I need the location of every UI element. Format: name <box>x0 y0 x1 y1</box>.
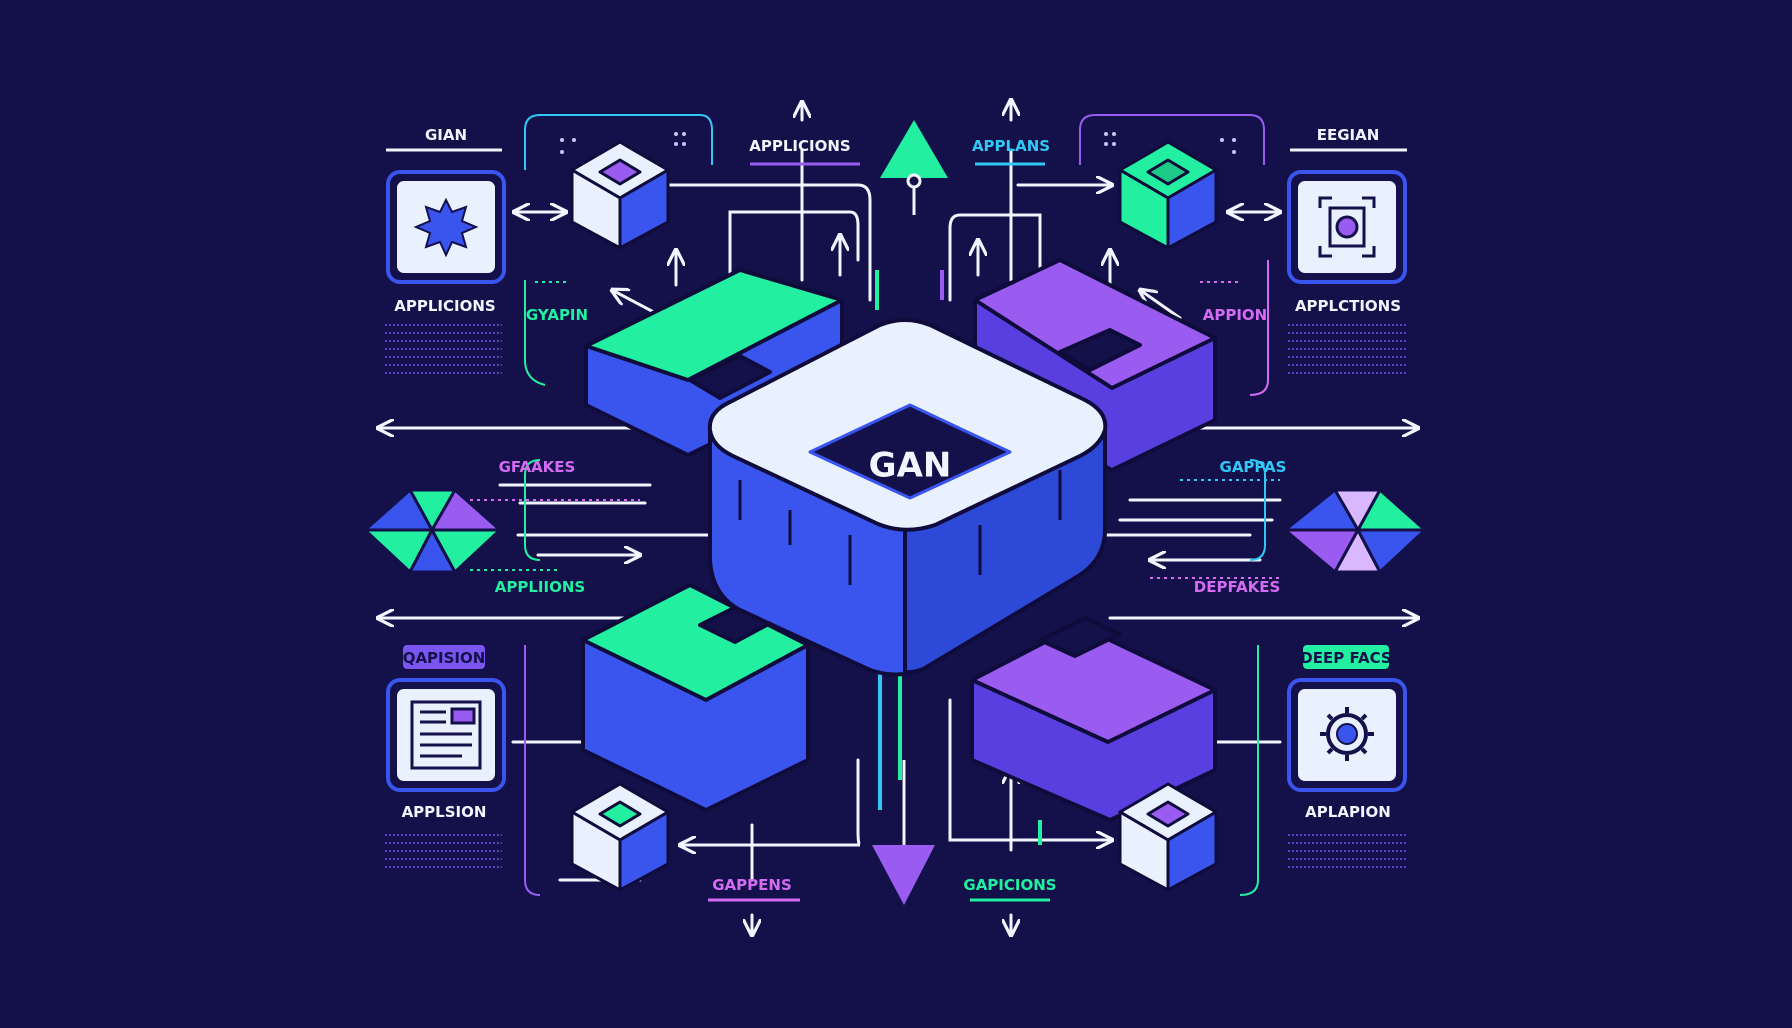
label-mid-left: GFAAKES <box>499 458 576 476</box>
central-gan-block <box>707 318 1108 677</box>
corner-heading-top-left: GIAN <box>425 126 467 144</box>
bracket-bottom-right <box>1239 645 1259 896</box>
corner-label-bottom-left: APPLSION <box>402 803 487 821</box>
cube-top-left <box>570 140 670 250</box>
bracket-bottom-left <box>524 645 541 896</box>
label-top-right: APPLANS <box>972 137 1050 155</box>
diag-pointer-right <box>1140 290 1182 320</box>
gan-block-right-face <box>903 428 1107 675</box>
card-bottom-right <box>1287 678 1407 792</box>
bracket-diamond-right <box>1249 459 1266 561</box>
path-bottom-right <box>948 698 1112 840</box>
diamond-cluster-right <box>1283 488 1427 574</box>
path-top-left-branch <box>728 210 860 382</box>
label-mid-right-upper: APPION <box>1203 306 1267 324</box>
path-top-right-branch <box>948 213 1042 382</box>
focus-frame-icon <box>1318 196 1376 258</box>
label-bottom-left: GAPPENS <box>712 876 792 894</box>
text-labels: GIAN EEGIAN APPLICIONS APPLCTIONS QAPISI… <box>394 126 1401 894</box>
label-mid-right-lower: DEPFAKES <box>1194 578 1281 596</box>
stripes-bottom-left <box>385 834 502 868</box>
dashed-accents <box>470 281 1280 579</box>
cube-top-right <box>1118 140 1218 250</box>
cube-bottom-left <box>570 782 670 892</box>
corner-badge-bottom-right: DEEP FACS <box>1300 649 1391 667</box>
path-top-cube-left <box>650 185 872 302</box>
stripes-bottom-right <box>1288 834 1407 868</box>
corner-label-bottom-right: APLAPION <box>1305 803 1391 821</box>
block-purple-top <box>973 258 1217 472</box>
path-bottom-left <box>680 758 861 845</box>
cube-bottom-right <box>1118 782 1218 892</box>
label-bottom-right: GAPICIONS <box>963 876 1056 894</box>
corner-heading-top-right: EEGIAN <box>1317 126 1380 144</box>
bracket-top-left <box>524 114 713 170</box>
bracket-top-right <box>1079 114 1265 165</box>
triangle-down-bottom <box>872 760 935 905</box>
bracket-mid-left <box>524 280 546 386</box>
stripes-top-right <box>1288 324 1407 374</box>
diamond-cluster-left <box>363 488 502 574</box>
corner-label-top-left: APPLICIONS <box>394 297 495 315</box>
gan-title: GAN <box>869 446 952 486</box>
starburst-icon <box>413 197 479 258</box>
badge-bottom-right <box>1303 645 1389 669</box>
gan-label-plate <box>808 403 1012 500</box>
stripes-top-left <box>385 324 502 374</box>
stripe-blocks <box>385 324 1407 868</box>
document-icon <box>410 700 482 770</box>
badge-bottom-left <box>403 645 485 669</box>
dot-grids <box>560 132 1236 154</box>
label-top-left: APPLICIONS <box>749 137 850 155</box>
bracket-mid-right <box>1249 260 1269 396</box>
bracket-diamond-left <box>524 459 541 561</box>
card-top-left <box>386 170 506 284</box>
block-purple-bottom <box>970 616 1217 822</box>
label-mid-left-lower: APPLIIONS <box>495 578 585 596</box>
label-mid-left-upper: GYAPIN <box>526 306 588 324</box>
card-top-right <box>1287 170 1407 284</box>
corner-label-top-right: APPLCTIONS <box>1295 297 1401 315</box>
gear-icon <box>1320 707 1374 761</box>
card-bottom-left <box>386 678 506 792</box>
triangle-up-top <box>880 120 948 215</box>
group-brackets <box>524 114 1269 896</box>
corner-badge-bottom-left: QAPISION <box>403 649 486 667</box>
label-mid-right: GAPPAS <box>1220 458 1287 476</box>
